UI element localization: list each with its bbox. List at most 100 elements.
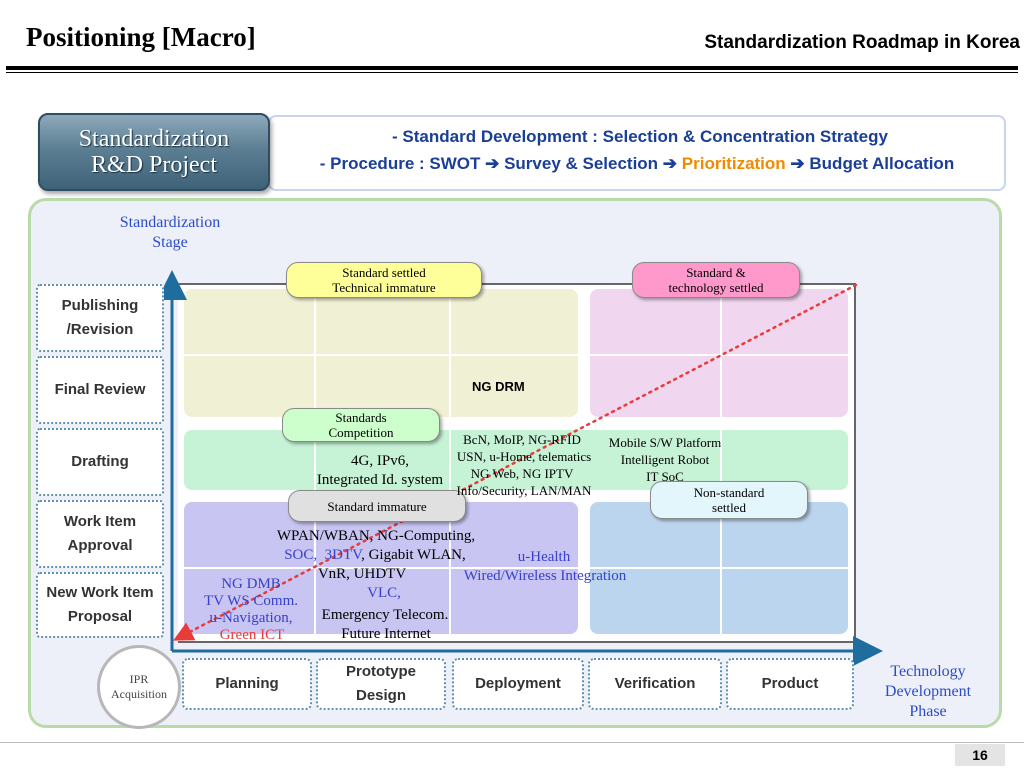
project-line-1: Standardization — [78, 126, 230, 152]
cell-divider — [184, 354, 578, 356]
phase-deployment: Deployment — [452, 658, 584, 710]
item-usn: USN, u-Home, telematics — [456, 449, 592, 464]
x-axis-label-line-2: Development — [884, 683, 972, 700]
project-box: Standardization R&D Project — [38, 113, 270, 191]
phase-verification: Verification — [588, 658, 722, 710]
item-wired-wireless: Wired/Wireless Integration — [463, 568, 627, 584]
item-ng-dmb: NG DMB — [221, 576, 281, 592]
item-robot: Intelligent Robot — [620, 452, 710, 467]
page-subtitle: Standardization Roadmap in Korea — [704, 32, 1020, 53]
ipr-label: Acquisition — [111, 687, 167, 701]
arrow-icon: ➔ — [790, 154, 805, 173]
phase-label: Design — [355, 687, 406, 704]
cell-divider — [314, 289, 316, 417]
item-gigabit: , Gigabit WLAN, — [361, 547, 466, 563]
quadrant-settled-immature — [184, 289, 578, 417]
procedure-prioritization: Prioritization — [681, 154, 786, 173]
phase-product: Product — [726, 658, 854, 710]
cell-divider — [590, 567, 848, 569]
stage-final-review: Final Review — [36, 356, 164, 424]
item-vlc: VLC, — [367, 585, 401, 601]
arrow-icon: ➔ — [485, 154, 500, 173]
stage-publishing-revision: Publishing/Revision — [36, 284, 164, 352]
stage-label: Final Review — [54, 381, 146, 398]
stage-drafting: Drafting — [36, 428, 164, 496]
item-wpan: WPAN/WBAN, NG-Computing, — [276, 528, 476, 544]
item-soc-3dtv: SOC, 3DTV, Gigabit WLAN, — [262, 546, 488, 565]
stage-label: Drafting — [71, 453, 129, 470]
item-u-navigation: u-Navigation, — [209, 610, 293, 626]
item-4g-ipv6: 4G, IPv6, — [351, 453, 409, 469]
item-tv-ws: TV WS Comm. — [203, 593, 299, 609]
stage-label: /Revision — [66, 321, 134, 338]
project-line-2: R&D Project — [91, 152, 217, 178]
header-rule-thick — [6, 66, 1018, 70]
item-ngweb: NG Web, NG IPTV — [470, 466, 574, 481]
pill-text: Standard settled — [342, 265, 426, 280]
procedure-survey: Survey & Selection — [499, 154, 663, 173]
pill-text: Technical immature — [332, 280, 436, 295]
phase-planning: Planning — [182, 658, 312, 710]
strategy-line-2: - Procedure : SWOT ➔ Survey & Selection … — [257, 154, 1017, 174]
strategy-line-1: - Standard Development : Selection & Con… — [392, 127, 888, 146]
ipr-label: IPR — [129, 672, 149, 686]
y-axis-label-line-2: Stage — [152, 234, 188, 251]
item-soc: SOC, — [284, 547, 318, 563]
x-axis-label: Technology Development Phase — [868, 662, 988, 722]
pill-text: Standards — [335, 410, 387, 425]
item-infosec: Info/Security, LAN/MAN — [456, 483, 592, 498]
item-it-soc: IT SoC — [646, 469, 684, 484]
pill-text: Standard & — [686, 265, 746, 280]
stage-label: Work Item — [63, 513, 137, 530]
cell-divider — [314, 430, 316, 490]
item-mobile-sw: Mobile S/W Platform — [608, 435, 722, 450]
item-ng-drm: NG DRM — [472, 379, 525, 394]
item-bcn: BcN, MoIP, NG-RFID — [463, 432, 581, 447]
stage-label: Publishing — [61, 297, 139, 314]
cell-divider — [720, 430, 722, 490]
phase-label: Prototype — [345, 663, 416, 680]
pill-text: Standard immature — [327, 498, 427, 514]
cell-divider — [720, 289, 722, 417]
cell-divider — [184, 567, 578, 569]
y-axis-label: Standardization Stage — [100, 213, 240, 253]
procedure-budget: Budget Allocation — [804, 154, 955, 173]
item-future-internet: Future Internet — [341, 626, 431, 642]
procedure-swot: - Procedure : SWOT — [319, 154, 486, 173]
arrow-icon: ➔ — [662, 154, 678, 173]
item-u-health: u-Health — [517, 549, 571, 565]
item-emergency: Emergency Telecom. — [321, 607, 449, 623]
y-axis-label-line-1: Standardization — [119, 214, 221, 231]
header-rule-thin — [6, 72, 1018, 73]
cell-divider — [449, 430, 451, 490]
x-axis-label-line-1: Technology — [890, 663, 966, 680]
pill-text: technology settled — [668, 280, 764, 295]
x-axis-label-line-3: Phase — [909, 703, 947, 720]
footer-rule — [0, 742, 1024, 743]
stage-label: Proposal — [67, 608, 133, 625]
stage-label: Approval — [67, 537, 133, 554]
label-standard-immature: Standard immature — [288, 490, 466, 522]
phase-label: Verification — [614, 675, 696, 692]
item-green-ict: Green ICT — [219, 627, 285, 643]
strategy-box — [268, 115, 1006, 191]
item-vnr: VnR, UHDTV — [317, 566, 407, 582]
phase-label: Deployment — [475, 675, 561, 692]
item-3dtv: 3DTV — [324, 547, 362, 563]
cell-divider — [449, 289, 451, 417]
pill-text: settled — [712, 500, 746, 515]
page-title: Positioning [Macro] — [26, 22, 256, 52]
phase-label: Planning — [215, 675, 279, 692]
label-standard-technology-settled: Standard &technology settled — [632, 262, 800, 298]
pill-text: Competition — [328, 425, 394, 440]
pill-text: Non-standard — [693, 485, 765, 500]
trend-line — [173, 283, 858, 641]
